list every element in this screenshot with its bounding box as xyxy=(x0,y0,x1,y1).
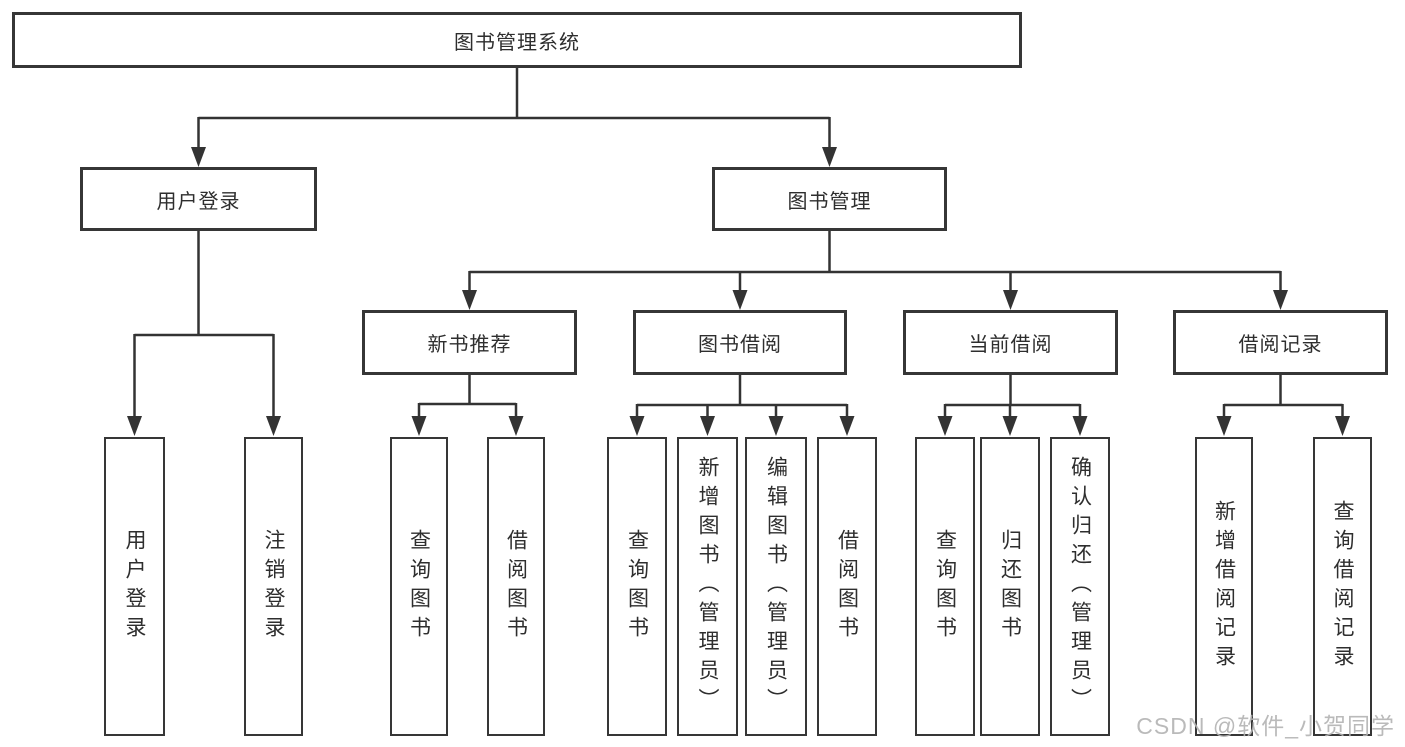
leaf-add-borrow-record-label: 新增借阅记录 xyxy=(1212,499,1236,674)
leaf-borrow-books-label: 借阅图书 xyxy=(835,528,859,645)
node-new-book-recommend: 新书推荐 xyxy=(362,310,577,375)
leaf-return-book: 归还图书 xyxy=(980,437,1040,736)
node-borrow-records: 借阅记录 xyxy=(1173,310,1388,375)
leaf-return-book-label: 归还图书 xyxy=(998,528,1022,645)
leaf-query-books-current: 查询图书 xyxy=(915,437,975,736)
node-current-borrow-label: 当前借阅 xyxy=(968,334,1053,356)
leaf-confirm-return-admin: 确认归还（管理员） xyxy=(1050,437,1110,736)
leaf-logout-label: 注销登录 xyxy=(262,528,285,645)
leaf-user-login: 用户登录 xyxy=(104,437,165,736)
leaf-query-books-borrow: 查询图书 xyxy=(607,437,667,736)
node-new-book-recommend-label: 新书推荐 xyxy=(427,334,512,356)
node-user-login: 用户登录 xyxy=(80,167,317,231)
node-system-root: 图书管理系统 xyxy=(12,12,1022,68)
leaf-edit-book-admin-label: 编辑图书（管理员） xyxy=(764,456,788,717)
leaf-add-book-admin: 新增图书（管理员） xyxy=(677,437,738,736)
leaf-query-books-borrow-label: 查询图书 xyxy=(625,528,649,645)
leaf-query-borrow-record: 查询借阅记录 xyxy=(1313,437,1372,736)
node-book-management: 图书管理 xyxy=(712,167,947,231)
leaf-borrow-books: 借阅图书 xyxy=(817,437,877,736)
leaf-borrow-books-recommend-label: 借阅图书 xyxy=(504,528,528,645)
leaf-query-books-recommend: 查询图书 xyxy=(390,437,448,736)
leaf-confirm-return-admin-label: 确认归还（管理员） xyxy=(1068,456,1092,717)
node-book-borrow-label: 图书借阅 xyxy=(698,334,782,356)
node-system-root-label: 图书管理系统 xyxy=(454,31,580,54)
node-user-login-label: 用户登录 xyxy=(156,190,241,213)
leaf-logout: 注销登录 xyxy=(244,437,303,736)
node-book-management-label: 图书管理 xyxy=(787,190,872,213)
leaf-add-borrow-record: 新增借阅记录 xyxy=(1195,437,1253,736)
leaf-user-login-label: 用户登录 xyxy=(123,528,146,645)
leaf-add-book-admin-label: 新增图书（管理员） xyxy=(696,456,719,717)
node-book-borrow: 图书借阅 xyxy=(633,310,847,375)
node-borrow-records-label: 借阅记录 xyxy=(1238,334,1323,356)
leaf-query-books-current-label: 查询图书 xyxy=(933,528,957,645)
leaf-borrow-books-recommend: 借阅图书 xyxy=(487,437,545,736)
leaf-edit-book-admin: 编辑图书（管理员） xyxy=(745,437,807,736)
leaf-query-books-recommend-label: 查询图书 xyxy=(407,528,431,645)
node-current-borrow: 当前借阅 xyxy=(903,310,1118,375)
leaf-query-borrow-record-label: 查询借阅记录 xyxy=(1331,499,1354,674)
watermark: CSDN @软件_小贺同学 xyxy=(1136,713,1395,739)
